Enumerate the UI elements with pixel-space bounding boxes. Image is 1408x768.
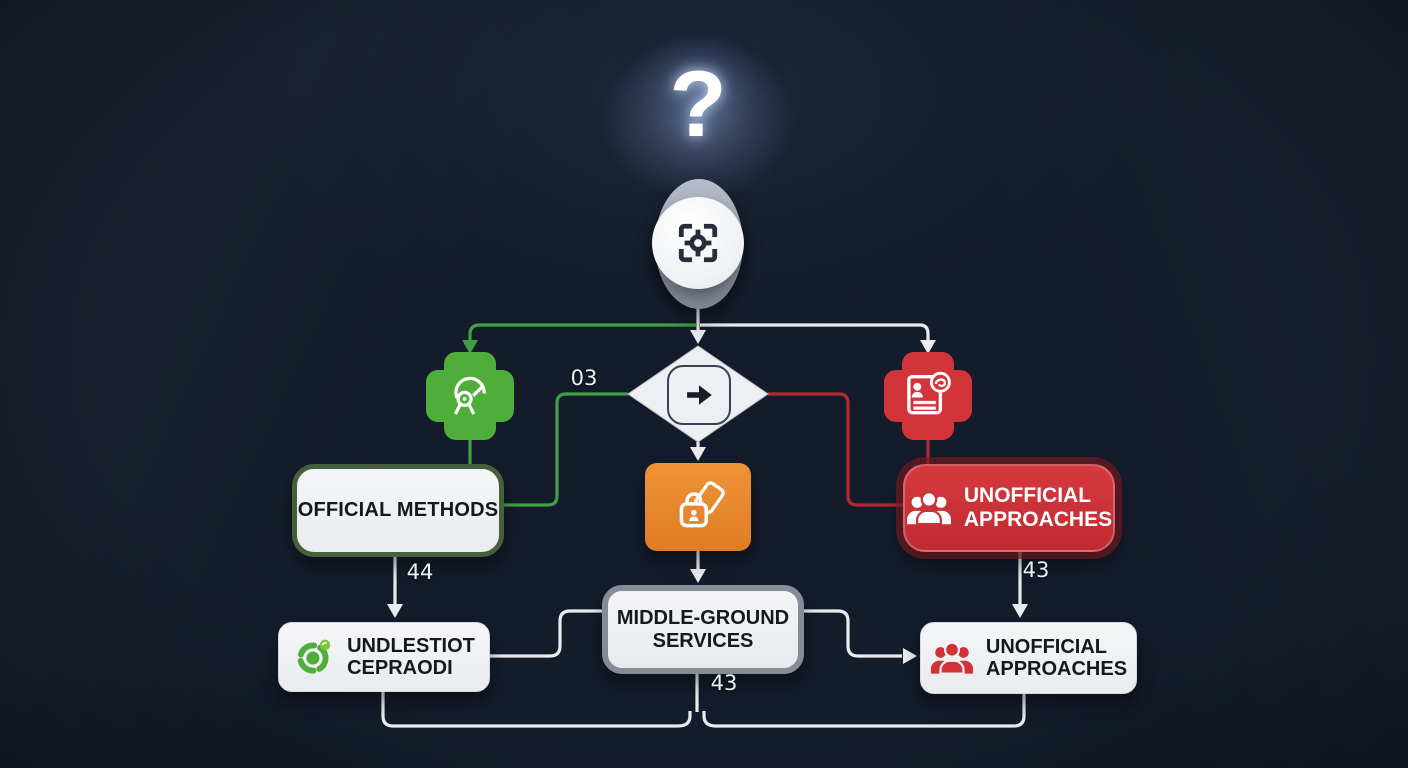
middle-ground-line1: MIDDLE-GROUND (616, 606, 790, 629)
middle-branch-box (645, 463, 751, 551)
award-badge-icon (453, 376, 486, 415)
scan-frame-icon (678, 223, 718, 263)
id-card-icon (907, 371, 951, 415)
unofficial-branch-badge (884, 352, 972, 440)
arrow-right-icon (687, 385, 712, 405)
unofficial-line2: APPROACHES (963, 508, 1113, 531)
segmented-ring-icon (297, 639, 331, 674)
unofficial-approaches-box: UNOFFICIAL APPROACHES (903, 464, 1115, 552)
hub-node (652, 197, 744, 289)
lock-device-icon (679, 481, 725, 528)
edge-label-unofficial: 43 (1022, 558, 1050, 582)
question-mark: ? (669, 51, 727, 156)
official-branch-badge (426, 352, 514, 440)
unofficial-sub-line2: APPROACHES (985, 658, 1128, 680)
official-methods-box: OFFICIAL METHODS (292, 464, 504, 557)
unofficial-sub-line1: UNOFFICIAL (985, 635, 1108, 658)
decision-node (667, 365, 731, 425)
people-group-icon (906, 491, 951, 526)
edge-label-decision: 03 (570, 366, 598, 390)
unofficial-sub-box: UNOFFICIAL APPROACHES (920, 622, 1137, 694)
official-sub-box: UNDLESTIOT CEPRAODI (278, 622, 490, 692)
official-sub-line1: UNDLESTIOT (347, 634, 475, 657)
official-methods-label: OFFICIAL METHODS (297, 499, 499, 521)
official-sub-line2: CEPRAODI (347, 657, 453, 679)
unofficial-line1: UNOFFICIAL (963, 484, 1092, 508)
edge-label-official: 44 (406, 560, 434, 584)
edge-label-middle: 43 (710, 671, 738, 695)
people-group-icon (930, 641, 974, 675)
middle-ground-services-box: MIDDLE-GROUND SERVICES (602, 585, 804, 674)
middle-ground-line2: SERVICES (652, 629, 754, 652)
